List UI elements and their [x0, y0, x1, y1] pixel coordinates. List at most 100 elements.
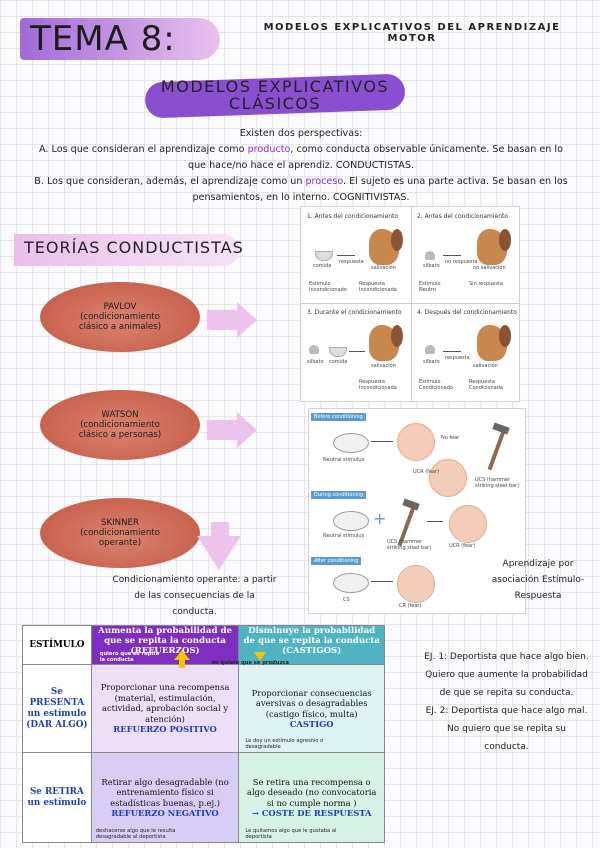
section-title: MODELOS EXPLICATIVOS CLÁSICOS: [150, 78, 400, 112]
bell-icon: [425, 251, 435, 260]
cell-bold: CASTIGO: [289, 719, 334, 729]
arrow-up-icon: [174, 650, 190, 660]
intro-a-post: , como conducta observable únicamente. S…: [187, 144, 563, 171]
arrow-down-icon: [254, 652, 266, 661]
intro-text: Existen dos perspectivas: A. Los que con…: [30, 126, 572, 206]
hammer-icon: [487, 427, 507, 471]
subject-line-1: MODELOS EXPLICATIVOS DEL APRENDIZAJE: [263, 22, 561, 33]
arrow-icon: [337, 255, 355, 256]
arrow-down-right-icon: [195, 522, 241, 570]
table-note: Le quitamos algo que le gustaba al depor…: [245, 828, 337, 840]
arrow-icon: [427, 521, 443, 522]
pavlov-panel-title: 4. Después del condicionamiento: [417, 309, 517, 316]
cell-bold: REFUERZO POSITIVO: [113, 724, 217, 735]
arrow-up-stem: [179, 660, 185, 668]
intro-b-pre: B. Los que consideran, además, el aprend…: [34, 176, 306, 187]
row-label: un estímulo: [27, 797, 87, 808]
cell-text: Se retira una recompensa o algo deseado …: [246, 776, 377, 808]
table-header-reinforcement: Aumenta la probabilidad de que se repita…: [90, 625, 240, 665]
row-label: un estímulo: [27, 708, 87, 719]
theory-name: WATSON: [101, 410, 139, 420]
watson-label: Neutral stimulus: [323, 533, 365, 539]
intro-a-pre: A. Los que consideran el aprendizaje com…: [39, 144, 248, 155]
cell-text: Proporcionar consecuencias aversivas o d…: [251, 687, 372, 719]
theory-desc: (condicionamiento clásico a animales): [78, 312, 162, 332]
rat-icon: [333, 511, 369, 531]
pavlov-label: respuesta: [445, 355, 470, 361]
pavlov-label: respuesta: [339, 259, 364, 265]
reinforcement-table: ESTÍMULO Aumenta la probabilidad de que …: [22, 625, 385, 843]
pavlov-caption: Respuesta Incondicionada: [359, 281, 397, 293]
theory-name: SKINNER: [101, 518, 139, 528]
rat-icon: [333, 573, 369, 593]
watson-label: UCR (fear): [413, 469, 440, 475]
pavlov-label: salivación: [473, 363, 498, 369]
pavlov-figure: 1. Antes del condicionamiento comida res…: [300, 206, 520, 402]
pavlov-caption: Respuesta Incondicionada: [359, 379, 397, 391]
pavlov-panel-title: 1. Antes del condicionamiento: [307, 213, 399, 220]
theory-desc: (condicionamiento operante): [80, 528, 160, 548]
table-header-punishment-label: Disminuye la probabilidad de que se repi…: [243, 626, 380, 656]
watson-label: No fear: [441, 435, 460, 441]
stage-banner: Before conditioning: [311, 413, 366, 421]
example-1: EJ. 1: Deportista que hace algo bien. Qu…: [424, 652, 589, 698]
theory-oval-skinner: SKINNER(condicionamiento operante): [40, 498, 200, 568]
pavlov-label: comida: [329, 359, 348, 365]
watson-label: Neutral stimulus: [323, 457, 365, 463]
pavlov-panel-title: 2. Antes del condicionamiento: [417, 213, 509, 220]
arrow-right-icon: [207, 412, 257, 448]
arrow-icon: [371, 441, 393, 442]
theory-name: PAVLOV: [103, 302, 137, 312]
theories-title-highlight: [14, 234, 239, 266]
cell-text: Retirar algo desagradable (no entrenamie…: [101, 776, 229, 808]
intro-b-highlight: proceso: [305, 176, 344, 187]
cell-positive-reinforcement: Proporcionar una recompensa (material, e…: [90, 664, 240, 753]
cell-negative-reinforcement: Retirar algo desagradable (no entrenamie…: [90, 752, 240, 843]
pavlov-caption: Sin respuesta: [469, 281, 503, 287]
section-title-line-2: CLÁSICOS: [228, 94, 322, 113]
watson-label: UCS (hammer striking steel bar): [475, 477, 520, 489]
row-label: (DAR ALGO): [26, 719, 88, 730]
theories-title: TEORÍAS CONDUCTISTAS: [24, 238, 244, 257]
arrow-icon: [443, 255, 461, 256]
intro-b-post: . El sujeto es una parte activa. Se basa…: [192, 176, 568, 203]
intro-b: B. Los que consideran, además, el aprend…: [30, 174, 572, 206]
pavlov-caption: Estímulo Condicionado: [419, 379, 453, 391]
arrow-right-icon: [207, 302, 257, 338]
arrow-icon: [371, 581, 393, 582]
table-header-reinforcement-label: Aumenta la probabilidad de que se repita…: [98, 626, 232, 656]
cell-bold: REFUERZO NEGATIVO: [111, 808, 219, 818]
watson-label: CR (fear): [399, 603, 422, 609]
dog-ear-icon: [499, 229, 511, 251]
watson-label: UCS (hammer striking steel bar): [387, 539, 432, 551]
cell-punishment: Proporcionar consecuencias aversivas o d…: [238, 664, 385, 753]
pavlov-label: salivación: [371, 265, 396, 271]
row-label: Se: [50, 686, 63, 697]
pavlov-label: comida: [313, 263, 332, 269]
baby-crying-icon: [397, 565, 435, 603]
dog-ear-icon: [499, 325, 511, 347]
pavlov-label: silbato: [423, 263, 440, 269]
bell-icon: [425, 345, 435, 354]
table-row-present: Se PRESENTA un estímulo (DAR ALGO): [22, 664, 92, 753]
theory-oval-watson: WATSON(condicionamiento clásico a person…: [40, 390, 200, 460]
stage-banner: After conditioning: [311, 557, 362, 565]
rat-icon: [333, 433, 369, 453]
table-note: quiero que se repita la conducta: [99, 651, 160, 663]
table-header-stimulus: ESTÍMULO: [22, 625, 92, 665]
example-2: EJ. 2: Deportista que hace algo mal. No …: [425, 706, 588, 752]
cell-response-cost: Se retira una recompensa o algo deseado …: [238, 752, 385, 843]
food-bowl-icon: [329, 347, 347, 357]
tema-title: TEMA 8:: [30, 19, 176, 59]
table-row-remove: Se RETIRA un estímulo: [22, 752, 92, 843]
section-title-line-1: MODELOS EXPLICATIVOS: [160, 77, 390, 96]
plus-icon: +: [373, 509, 387, 528]
pavlov-label: silbato: [307, 359, 324, 365]
watson-label: CS: [343, 597, 350, 603]
theory-oval-pavlov: PAVLOV(condicionamiento clásico a animal…: [40, 282, 200, 352]
stage-banner: During conditioning: [311, 491, 367, 499]
arrow-icon: [349, 351, 365, 352]
watson-figure: Before conditioning Neutral stimulus No …: [308, 408, 526, 614]
pavlov-label: silbato: [423, 359, 440, 365]
pavlov-caption: Respuesta Condicionada: [469, 379, 503, 391]
